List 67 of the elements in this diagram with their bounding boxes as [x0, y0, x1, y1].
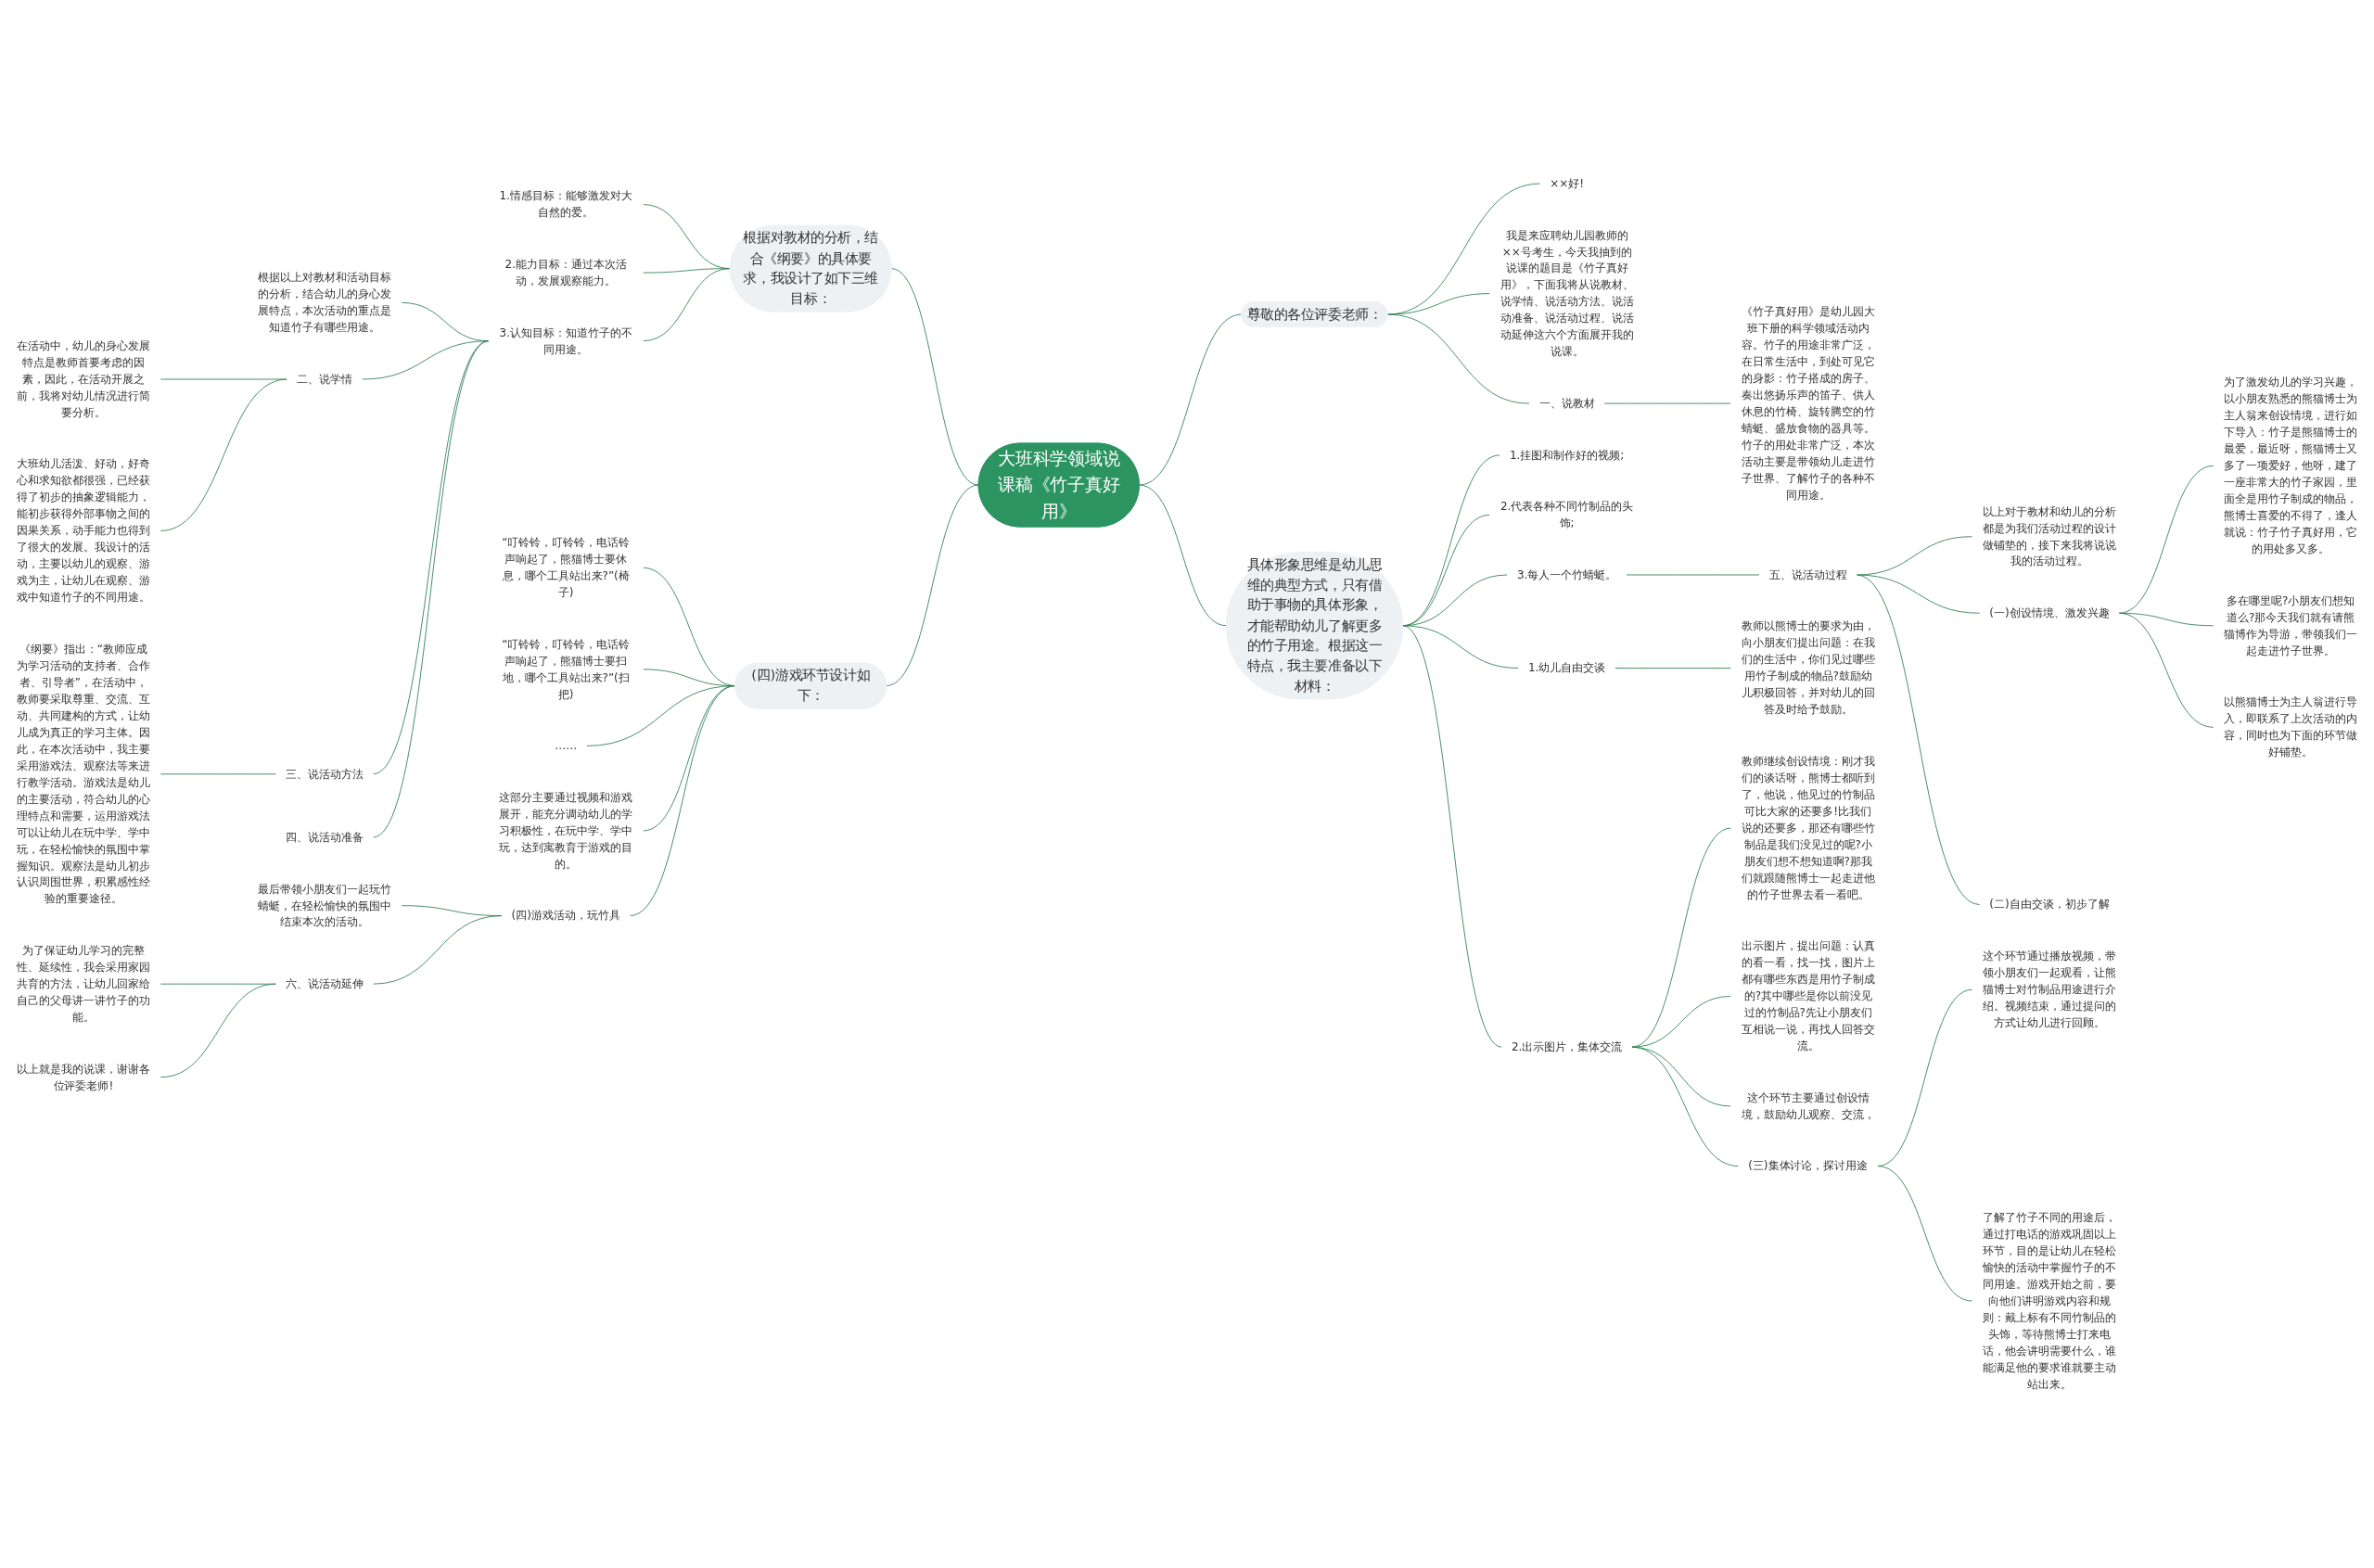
node-text: (二)自由交谈，初步了解 [1989, 898, 2110, 911]
node-text: 一、说教材 [1538, 396, 1595, 410]
connector [1402, 625, 1520, 669]
node-text: 三、说活动方法 [286, 767, 364, 781]
connector [1631, 996, 1732, 1048]
node-text: 2.出示图片，集体交流 [1511, 1039, 1623, 1053]
connector [1402, 625, 1503, 1048]
connector [1386, 293, 1490, 315]
node-text: 教师继续创设情境：刚才我们的谈话呀，熊博士都听到了，他说，他见过的竹制品可比大家的还要多!比我们说的还要多，那还有哪些竹制品是我们没见过的呢?小朋友们想不想知道啊?那我们就跟随熊博士一起走进他的竹子世界去看一看吧。 [1741, 754, 1875, 901]
node-text: (一)创设情境、激发兴趣 [1989, 606, 2110, 619]
node-text: 最后带领小朋友们一起玩竹蜻蜓，在轻松愉快的氛围中结束本次的活动。 [258, 882, 391, 929]
connector [372, 915, 503, 985]
node-text: “叮铃铃，叮铃铃，电话铃声响起了，熊猫博士要扫地，哪个工具站出来?”(扫把) [502, 637, 631, 701]
node-text: 在活动中，幼儿的身心发展特点是教师首要考虑的因素，因此，在活动开展之前，我将对幼儿情况进行简要分析。 [16, 338, 150, 419]
node-text: 以上对于教材和幼儿的分析都是为我们活动过程的设计做铺垫的，接下来我将说说我的活动过程。 [1983, 504, 2116, 568]
node-text: (三)集体讨论，探讨用途 [1748, 1159, 1869, 1173]
node-text: 这部分主要通过视频和游戏展开，能充分调动幼儿的学习积极性，在玩中学、学中玩，达到寓教育于游戏的目的。 [499, 790, 633, 871]
node-text: 六、说活动延伸 [286, 976, 364, 990]
connector [1138, 484, 1227, 627]
node-text: 1.情感目标：能够激发对大自然的爱。 [499, 189, 632, 219]
node-text: 教师以熊博士的要求为由，向小朋友们提出问题：在我们的生活中，你们见过哪些用竹子制成的物品?鼓励幼儿积极回答，并对幼儿的回答及时给予鼓励。 [1741, 619, 1875, 716]
connector [1877, 1166, 1973, 1302]
node-text: 1.幼儿自由交谈 [1527, 661, 1606, 674]
connector [890, 268, 979, 486]
node-text: 3.每人一个竹蜻蜓。 [1516, 567, 1617, 581]
node-text: 为了激发幼儿的学习兴趣，以小朋友熟悉的熊猫博士为主人翁来创设情境，进行如下导入：竹子是熊猫博士的最爱，最近呀，熊猫博士又多了一项爱好，他呀，建了一座非常大的竹子家园，里面全是用竹子制成的物品，熊博士喜爱的不得了，逢人就说：竹子竹子真好用，它的用处多又多。 [2224, 376, 2358, 555]
connector [160, 378, 288, 380]
node-text: 这个环节主要通过创设情境，鼓励幼儿观察、交流， [1741, 1090, 1875, 1121]
node-text: 为了保证幼儿学习的完整性、延续性，我会采用家园共育的方法，让幼儿回家给自己的父母讲一讲竹子的功能。 [16, 943, 150, 1024]
connector [629, 685, 736, 916]
connector [1386, 183, 1541, 315]
node-text: 以熊猫博士为主人翁进行导入，即联系了上次活动的内容，同时也为下面的环节做好铺垫。 [2224, 695, 2358, 759]
connector [1386, 313, 1530, 404]
node-text: 3.认知目标：知道竹子的不同用途。 [499, 325, 632, 356]
node-text: 四、说活动准备 [286, 830, 364, 844]
connector [160, 378, 288, 531]
connector [2118, 465, 2214, 614]
connector [160, 983, 277, 1078]
node-text: 这个环节通过播放视频，带领小朋友们一起观看，让熊猫博士对竹制品用途进行介绍。视频结束，通过提问的方式让幼儿进行回顾。 [1983, 949, 2116, 1029]
node-text: 二、说学情 [297, 372, 352, 386]
node-text: 2.能力目标：通过本次活动，发展观察能力。 [504, 257, 627, 287]
node-text: 《纲要》指出：“教师应成为学习活动的支持者、合作者、引导者”，在活动中，教师要采取尊重、交流、互动、共同建构的方式，让幼儿成为真正的学习主体。因此，在本次活动中，我主要采用游戏法、观察法等来进行教学活动。游戏法是幼儿的主要活动，符合幼儿的心理特点和需要，运用游戏法可以让幼儿在玩中学、学中玩，在轻松愉快的氛围中掌握知识。观察法是幼儿初步认识周围世界，积累感性经验的重要途径。 [16, 642, 150, 906]
node-text: 我是来应聘幼儿园教师的××号考生，今天我抽到的说课的题目是《竹子真好用》，下面我将从说教材、说学情、说活动方法、说活动准备、说活动过程、说活动延伸这六个方面展开我的说课。 [1500, 228, 1634, 358]
connector [1856, 574, 1981, 905]
node-text: 五、说活动过程 [1768, 567, 1847, 581]
connector [1856, 574, 1981, 614]
connector [160, 773, 277, 775]
node-text: “叮铃铃，叮铃铃，电话铃声响起了，熊猫博士要休息，哪个工具站出来?”(椅子) [502, 536, 631, 599]
connector [1138, 313, 1243, 486]
connector [1631, 1046, 1740, 1166]
node-text: (四)游戏活动，玩竹具 [511, 909, 620, 922]
connector [642, 268, 731, 342]
connector [886, 484, 979, 686]
connector [1615, 668, 1732, 669]
connector [1631, 827, 1732, 1048]
node-text: 2.代表各种不同竹制品的头饰; [1500, 500, 1634, 529]
node-text: ××好! [1550, 176, 1585, 190]
node-text: 根据以上对教材和活动目标的分析，结合幼儿的身心发展特点，本次活动的重点是知道竹子有哪些用途。 [258, 271, 391, 334]
node-text: 大班幼儿活泼、好动，好奇心和求知欲都很强，已经获得了初步的抽象逻辑能力，能初步获得外部事物之间的因果关系，动手能力也得到了很大的发展。我设计的活动，主要以幼儿的观察、游戏为主，让幼儿在观察、游戏中知道竹子的不同用途。 [16, 457, 150, 604]
node-text: 《竹子真好用》是幼儿园大班下册的科学领域活动内容。竹子的用途非常广泛，在日常生活中，到处可见它的身影：竹子搭成的房子、奏出悠扬乐声的笛子、供人休息的竹椅、旋转腾空的竹蜻蜓、盛放食物的器具等。竹子的用处非常广泛，本次活动主要是带领幼儿走进竹子世界、了解竹子的各种不同用途。 [1741, 304, 1875, 502]
node-text: 多在哪里呢?小朋友们想知道么?那今天我们就有请熊猫博作为导游，带领我们一起走进竹子世界。 [2224, 593, 2358, 657]
node-text: 1.挂图和制作好的视频; [1509, 448, 1625, 462]
node-text: …… [555, 739, 578, 752]
node-text: 了解了竹子不同的用途后，通过打电话的游戏巩固以上环节，目的是让幼儿在轻松愉快的活动中掌握竹子的不同用途。游戏开始之前，要向他们讲明游戏内容和规则：戴上标有不同竹制品的头饰，等待熊博士打来电话，他会讲明需要什么，谁能满足他的要求谁就要主动站出来。 [1983, 1210, 2116, 1391]
node-text: 以上就是我的说课，谢谢各位评委老师! [16, 1062, 150, 1092]
connector [2118, 612, 2214, 728]
node-text: 出示图片，提出问题：认真的看一看，找一找，图片上都有哪些东西是用竹子制成的?其中哪些是你以前没见过的竹制品?先让小朋友们互相说一说，再找人回答交流。 [1741, 939, 1875, 1052]
